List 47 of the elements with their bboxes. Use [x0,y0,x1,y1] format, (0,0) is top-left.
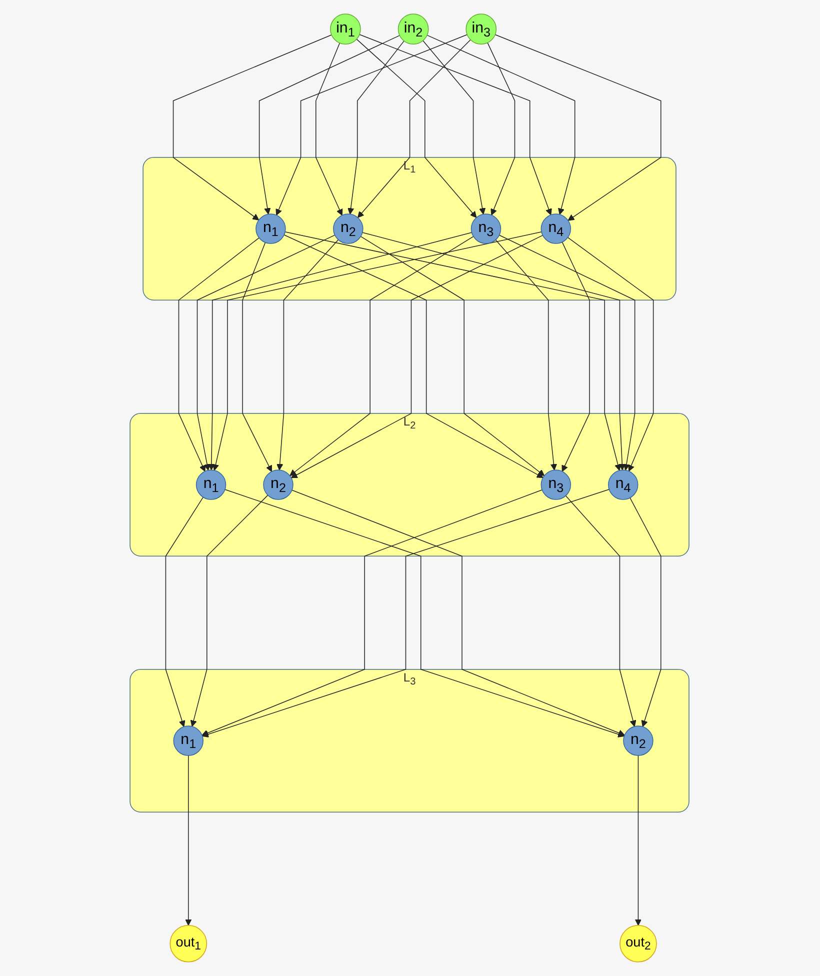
arrow [186,755,192,926]
arrow [635,755,642,926]
arrow [212,232,542,471]
arrow [242,242,272,472]
arrow [277,239,340,470]
arrow [630,497,662,728]
node-circle: in$_{3}$ [466,14,498,45]
arrow [202,490,543,736]
arrow [562,242,590,472]
arrow [360,236,546,476]
node-circle: n$_{1}$ [174,726,204,756]
arrow [190,494,269,727]
arrow [488,42,516,216]
node-circle: n$_{2}$ [624,726,654,756]
arrow [166,496,204,728]
node-circle: in$_{2}$ [398,14,430,45]
node-circle: in$_{1}$ [330,14,362,45]
arrow [197,234,336,471]
node-circle: out$_{1}$ [170,925,208,962]
arrow [290,236,474,476]
arrow [427,34,576,215]
arrow [566,495,637,727]
arrow [178,237,260,472]
node-circle: n$_{4}$ [541,214,572,244]
node-circle: n$_{2}$ [334,214,364,244]
node-circle: n$_{3}$ [471,214,502,244]
arrow [292,490,626,736]
arrow [568,237,654,472]
node-circle: out$_{2}$ [620,925,658,962]
arrow [276,34,468,216]
arrow [423,40,486,215]
arrow [208,232,473,470]
node-circle: n$_{2}$ [264,470,294,500]
node-circle: n$_{4}$ [608,470,639,500]
arrow [173,34,332,220]
arrow [348,40,405,214]
arrow [495,34,662,221]
arrow [285,231,622,471]
node-circle: n$_{1}$ [196,470,227,500]
node-circle: n$_{3}$ [541,470,572,500]
arrow [360,34,552,216]
arrow [362,232,626,470]
arrow [499,234,636,471]
arrow [259,35,400,215]
arrow [496,240,558,470]
arrow [316,42,344,216]
node-circle: n$_{1}$ [256,214,286,244]
